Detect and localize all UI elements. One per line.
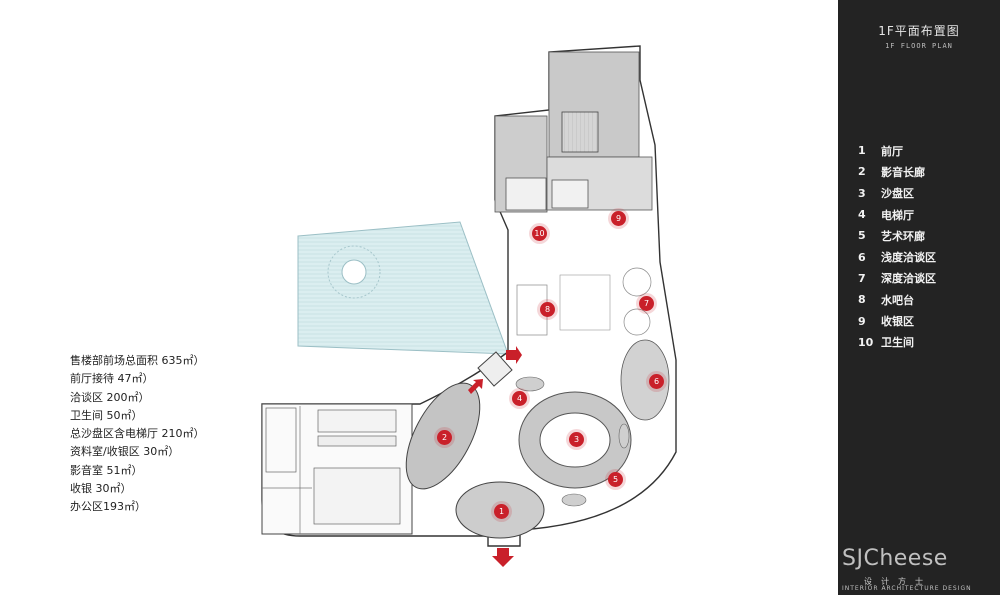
legend-item: 9 收银区	[858, 310, 936, 331]
legend-num: 6	[858, 250, 866, 264]
legend-label: 前厅	[881, 144, 903, 158]
legend-item: 2 影音长廊	[858, 161, 936, 182]
legend-num: 9	[858, 314, 866, 328]
entrance-arrows	[468, 346, 522, 567]
office-block	[261, 403, 413, 535]
legend-label: 影音长廊	[881, 165, 925, 179]
legend-label: 深度洽谈区	[881, 272, 936, 286]
stat-line: 资料室/收银区 30㎡）	[70, 445, 180, 459]
legend-item: 1 前厅	[858, 140, 936, 161]
marker-9: 9	[611, 211, 626, 226]
elevator-hall	[477, 351, 513, 387]
stat-line: 卫生间 50㎡）	[70, 408, 143, 422]
legend-num: 8	[858, 293, 866, 307]
watermark-chars: 设计方士	[864, 577, 932, 586]
marker-6: 6	[649, 374, 664, 389]
marker-3: 3	[569, 432, 584, 447]
stat-line: 售楼部前场总面积 635㎡）	[70, 354, 205, 367]
legend-label: 沙盘区	[881, 187, 914, 201]
stat-line: 办公区193㎡）	[70, 500, 146, 514]
marker-2: 2	[437, 430, 452, 445]
stat-line: 影音室 51㎡）	[70, 463, 143, 477]
service-core	[494, 51, 653, 213]
legend-num: 4	[858, 208, 866, 222]
legend-label: 艺术环廊	[881, 229, 925, 243]
legend-label: 水吧台	[881, 293, 914, 307]
water-pool	[297, 221, 509, 355]
stat-line: 前厅接待 47㎡）	[70, 372, 154, 386]
marker-5: 5	[608, 472, 623, 487]
legend-item: 7 深度洽谈区	[858, 268, 936, 289]
legend-label: 浅度洽谈区	[881, 251, 936, 265]
floor-plan	[261, 45, 677, 567]
legend-num: 5	[858, 229, 866, 243]
legend-num: 10	[858, 335, 874, 349]
legend-item: 6 浅度洽谈区	[858, 246, 936, 267]
legend-panel: 1F平面布置图 1F FLOOR PLAN 1 前厅 2 影音长廊 3 沙盘区 4 电梯…	[838, 0, 1000, 595]
stat-line: 收银 30㎡）	[70, 482, 132, 496]
legend-item: 5 艺术环廊	[858, 225, 936, 246]
legend-item: 3 沙盘区	[858, 183, 936, 204]
stat-line: 总沙盘区含电梯厅 210㎡）	[70, 427, 205, 441]
area-stats: 售楼部前场总面积 635㎡） 前厅接待 47㎡） 洽谈区 200㎡） 卫生间 5…	[70, 352, 205, 517]
legend-item: 10 卫生间	[858, 332, 936, 353]
watermark-brand: SJCheese	[842, 546, 948, 571]
watermark: SJCheese 设计方士 INTERIOR ARCHITECTURE DESI…	[842, 546, 1000, 592]
legend-label: 电梯厅	[881, 208, 914, 222]
panel-title: 1F平面布置图	[878, 24, 960, 38]
legend-item: 8 水吧台	[858, 289, 936, 310]
legend-label: 卫生间	[881, 336, 914, 350]
legend-num: 7	[858, 271, 866, 285]
marker-7: 7	[639, 296, 654, 311]
legend-item: 4 电梯厅	[858, 204, 936, 225]
legend-num: 1	[858, 144, 866, 158]
stat-line: 洽谈区 200㎡）	[70, 390, 150, 404]
marker-4: 4	[512, 391, 527, 406]
legend-num: 2	[858, 165, 866, 179]
negotiation-area	[516, 267, 670, 421]
marker-10: 10	[532, 226, 547, 241]
panel-subtitle: 1F FLOOR PLAN	[885, 42, 953, 50]
watermark-sub: INTERIOR ARCHITECTURE DESIGN	[842, 585, 972, 592]
marker-8: 8	[540, 302, 555, 317]
marker-1: 1	[494, 504, 509, 519]
legend-num: 3	[858, 186, 866, 200]
legend-label: 收银区	[881, 315, 914, 329]
